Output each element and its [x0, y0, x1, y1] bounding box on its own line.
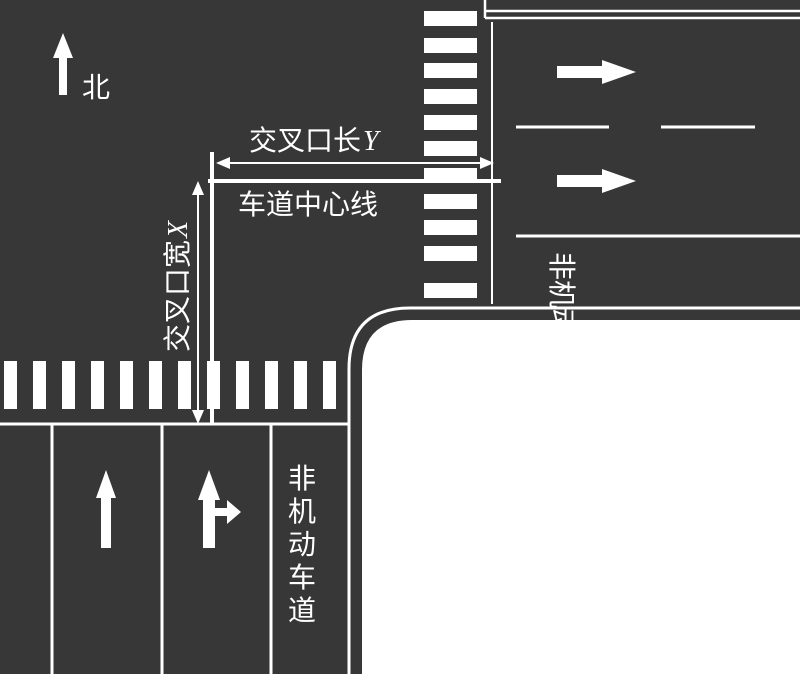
dimension-width [192, 181, 204, 424]
svg-text:道: 道 [288, 594, 316, 627]
arrow-straight-right-icon [198, 470, 241, 548]
svg-text:非机动车道: 非机动车道 [545, 252, 578, 392]
road-edge-top-east [485, 0, 800, 12]
crosswalk-south [4, 361, 336, 409]
bike-lane-label-south: 非 机 动 车 道 [288, 462, 316, 627]
svg-text:车: 车 [288, 561, 316, 594]
svg-text:非: 非 [288, 462, 316, 495]
bike-lane-label-east: 非机动车道 [545, 252, 578, 392]
arrow-right-icon [557, 169, 636, 193]
arrow-right-icon [557, 60, 636, 84]
curb-line [347, 306, 800, 674]
arrow-straight-icon [96, 470, 116, 548]
svg-text:机: 机 [288, 495, 316, 528]
arrow-up-icon [53, 33, 73, 95]
length-label: 交叉口长Y [249, 124, 382, 157]
width-label: 交叉口宽X [161, 220, 194, 352]
svg-text:动: 动 [288, 528, 316, 561]
svg-text:交叉口宽X: 交叉口宽X [161, 220, 194, 352]
centerline-label: 车道中心线 [238, 188, 378, 221]
north-label: 北 [82, 71, 110, 104]
dimension-length [216, 157, 494, 169]
crosswalk-east [424, 11, 477, 298]
